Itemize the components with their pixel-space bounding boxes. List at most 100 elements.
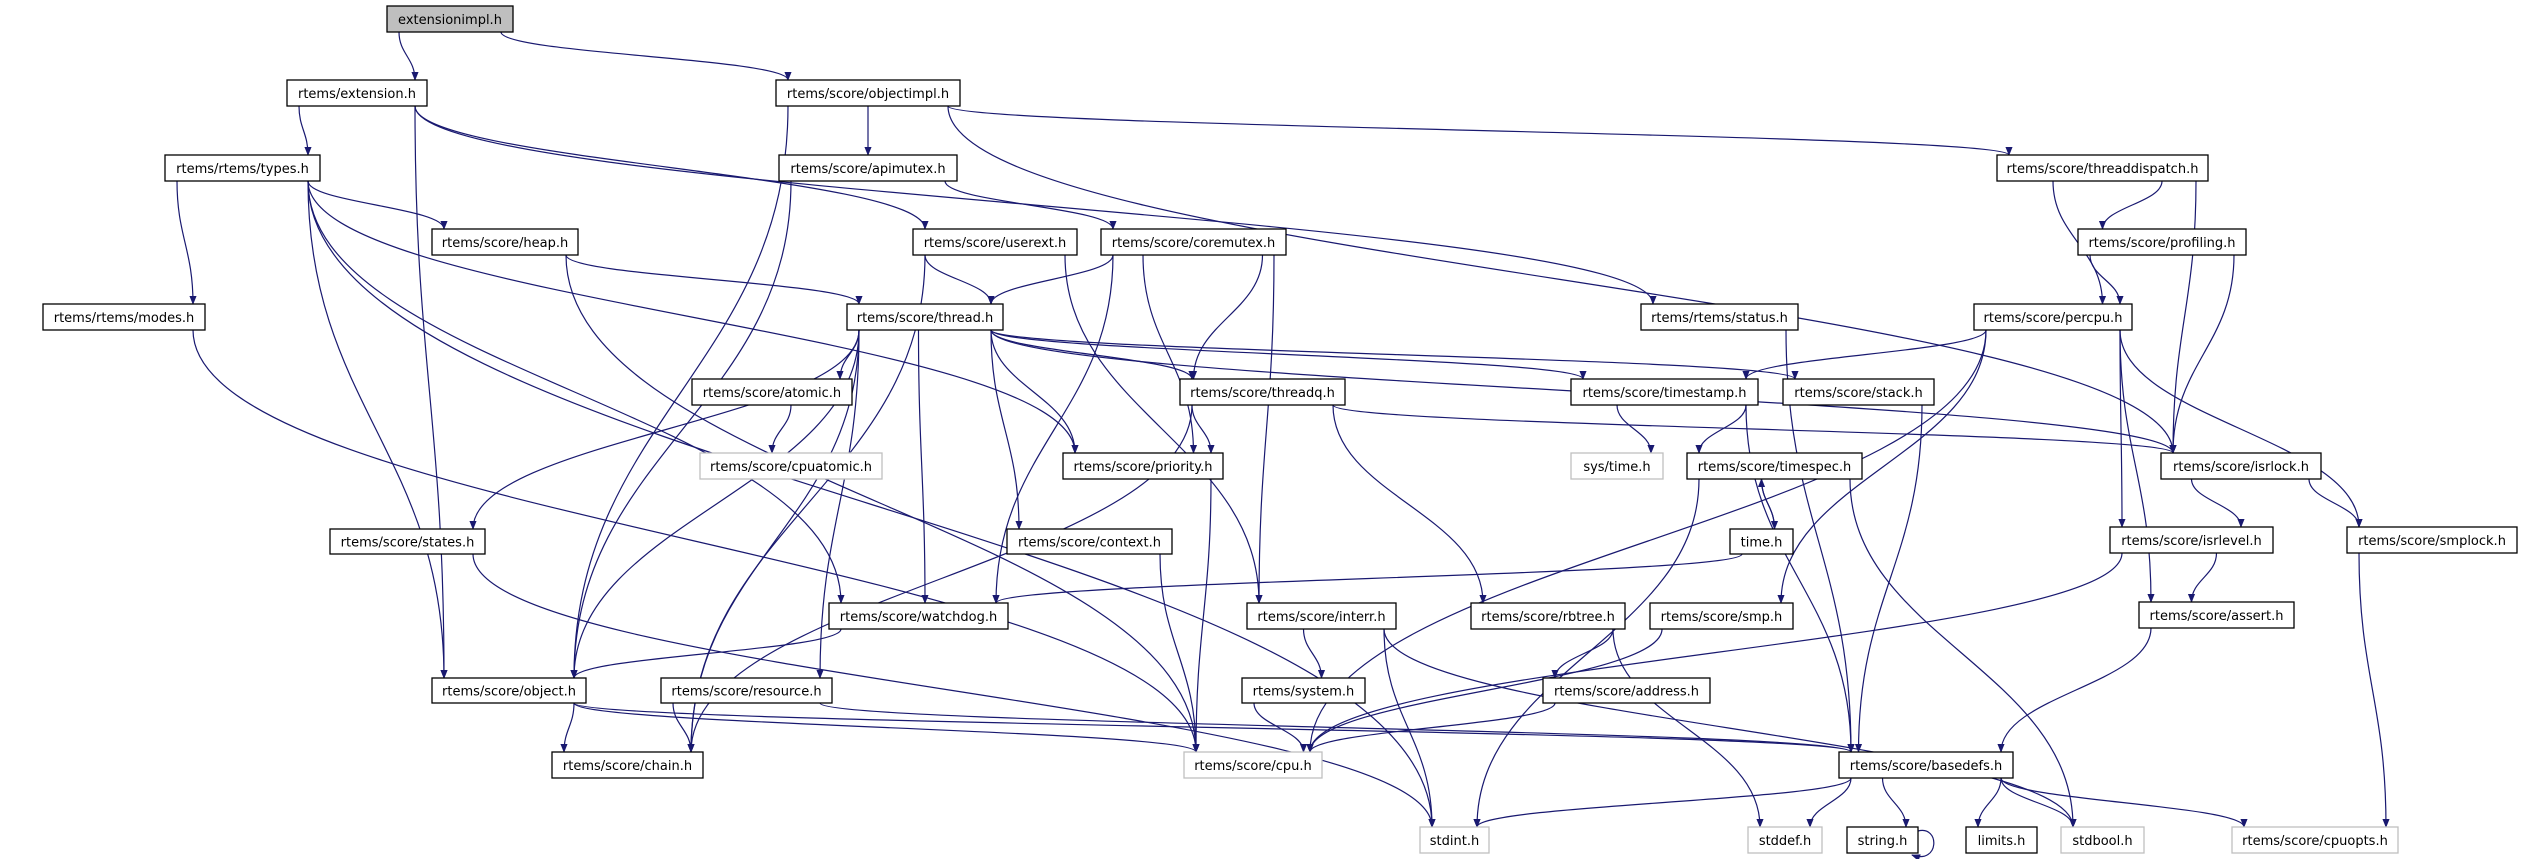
node-context[interactable]: rtems/score/context.h [1006, 528, 1173, 555]
node-assert[interactable]: rtems/score/assert.h [2138, 601, 2295, 629]
node-label: stdint.h [1430, 834, 1479, 849]
edge-profiling-to-isrlock [2169, 254, 2235, 454]
node-stdbool: stdbool.h [2060, 826, 2145, 854]
edge-types-to-object [307, 180, 448, 679]
node-extension[interactable]: rtems/extension.h [286, 79, 428, 107]
edge-percpu-to-smplock [2119, 329, 2363, 528]
edge-objectimpl-to-object [570, 105, 789, 679]
edge-types-to-stdint [307, 180, 1436, 828]
edge-coremutex-to-priority [1142, 254, 1198, 454]
node-cpuopts: rtems/score/cpuopts.h [2231, 826, 2399, 854]
node-percpu[interactable]: rtems/score/percpu.h [1973, 303, 2133, 331]
node-box [431, 677, 587, 704]
node-chain[interactable]: rtems/score/chain.h [551, 751, 704, 779]
edge-thread-to-watchdog [917, 329, 929, 604]
edge-userext-to-thread [924, 254, 995, 305]
edge-basedefs-to-string [1881, 777, 1910, 828]
node-apimutex[interactable]: rtems/score/apimutex.h [778, 154, 958, 182]
edge-isrlock-to-smplock [2308, 478, 2363, 528]
edge-percpu-to-assert [2119, 329, 2155, 603]
edge-thread-to-stack [990, 329, 1799, 380]
node-modes[interactable]: rtems/rtems/modes.h [42, 303, 206, 331]
edge-basedefs-to-stddef [1806, 777, 1852, 828]
node-label: rtems/score/cpu.h [1194, 759, 1312, 774]
node-box [1686, 452, 1863, 480]
edge-extensionimpl-to-objectimpl [500, 31, 792, 81]
edge-thread-to-states [469, 329, 860, 530]
node-box [1996, 154, 2209, 182]
edge-system-to-cpu [1253, 702, 1308, 753]
node-systime: sys/time.h [1570, 452, 1664, 480]
node-label: rtems/rtems/modes.h [54, 311, 195, 326]
node-label: rtems/system.h [1253, 685, 1355, 700]
edge-types-to-watchdog [307, 180, 845, 604]
node-states[interactable]: rtems/score/states.h [329, 528, 486, 555]
node-label: rtems/score/cpuopts.h [2242, 834, 2388, 849]
edge-states-to-stdint [472, 553, 1436, 828]
node-watchdog[interactable]: rtems/score/watchdog.h [828, 602, 1009, 630]
node-extensionimpl[interactable]: extensionimpl.h [386, 5, 514, 33]
nodes: extensionimpl.h rtems/extension.h rtems/sc… [42, 5, 2518, 854]
node-stack[interactable]: rtems/score/stack.h [1782, 378, 1935, 406]
node-priority[interactable]: rtems/score/priority.h [1062, 452, 1224, 480]
node-timespec[interactable]: rtems/score/timespec.h [1686, 452, 1863, 480]
edge-objectimpl-to-threaddispatch [947, 105, 2013, 156]
node-profiling[interactable]: rtems/score/profiling.h [2077, 228, 2247, 256]
node-box [2060, 826, 2145, 854]
edge-profiling-to-percpu [2089, 254, 2124, 305]
node-object[interactable]: rtems/score/object.h [431, 677, 587, 704]
node-system[interactable]: rtems/system.h [1241, 677, 1366, 704]
node-limits[interactable]: limits.h [1965, 826, 2038, 854]
node-box [846, 303, 1004, 331]
node-box [1729, 528, 1794, 555]
edge-thread-to-resource [816, 329, 860, 679]
node-address[interactable]: rtems/score/address.h [1542, 677, 1711, 704]
node-atomic[interactable]: rtems/score/atomic.h [691, 378, 853, 406]
node-userext[interactable]: rtems/score/userext.h [912, 228, 1078, 256]
node-label: rtems/score/timestamp.h [1582, 386, 1746, 401]
node-threaddispatch[interactable]: rtems/score/threaddispatch.h [1996, 154, 2209, 182]
edge-threadq-to-rbtree [1332, 404, 1487, 604]
node-timestamp[interactable]: rtems/score/timestamp.h [1570, 378, 1759, 406]
edge-heap-to-cpu [565, 254, 1200, 753]
node-label: rtems/score/smp.h [1661, 610, 1783, 625]
node-smplock[interactable]: rtems/score/smplock.h [2346, 526, 2518, 554]
node-label: rtems/score/isrlevel.h [2121, 534, 2262, 549]
node-stdint: stdint.h [1419, 826, 1490, 854]
node-label: rtems/score/coremutex.h [1112, 236, 1276, 251]
node-status[interactable]: rtems/rtems/status.h [1640, 303, 1799, 331]
node-rbtree[interactable]: rtems/score/rbtree.h [1470, 602, 1626, 630]
node-resource[interactable]: rtems/score/resource.h [660, 677, 833, 704]
node-box [1542, 677, 1711, 704]
node-label: rtems/score/priority.h [1074, 460, 1213, 475]
node-objectimpl[interactable]: rtems/score/objectimpl.h [775, 79, 961, 107]
node-isrlock[interactable]: rtems/score/isrlock.h [2160, 452, 2322, 480]
node-label: rtems/rtems/status.h [1651, 311, 1788, 326]
node-label: rtems/rtems/types.h [176, 162, 309, 177]
node-box [1419, 826, 1490, 854]
edge-object-to-chain [560, 702, 575, 753]
edge-coremutex-to-threadq [1189, 254, 1264, 380]
node-basedefs[interactable]: rtems/score/basedefs.h [1838, 751, 2014, 779]
node-interr[interactable]: rtems/score/interr.h [1246, 602, 1397, 630]
node-isrlevel[interactable]: rtems/score/isrlevel.h [2109, 526, 2274, 554]
node-thread[interactable]: rtems/score/thread.h [846, 303, 1004, 331]
node-coremutex[interactable]: rtems/score/coremutex.h [1100, 228, 1287, 256]
node-string[interactable]: string.h [1846, 826, 1919, 854]
node-box [386, 5, 514, 33]
edge-percpu-to-smp [1777, 329, 1987, 604]
node-threadq[interactable]: rtems/score/threadq.h [1179, 378, 1346, 406]
node-smp[interactable]: rtems/score/smp.h [1649, 602, 1794, 630]
edge-percpu-to-cpu [1306, 329, 1987, 753]
edge-isrlevel-to-cpu [1306, 552, 2123, 753]
edge-isrlevel-to-assert [2187, 552, 2218, 603]
edge-address-to-cpu [1306, 702, 1556, 753]
node-box [775, 79, 961, 107]
node-heap[interactable]: rtems/score/heap.h [431, 228, 579, 256]
node-box [691, 378, 853, 406]
node-types[interactable]: rtems/rtems/types.h [164, 154, 321, 182]
node-time[interactable]: time.h [1729, 528, 1794, 555]
edge-threaddispatch-to-profiling [2098, 180, 2163, 230]
node-label: rtems/score/threaddispatch.h [2007, 162, 2199, 177]
node-label: rtems/score/states.h [341, 536, 475, 551]
